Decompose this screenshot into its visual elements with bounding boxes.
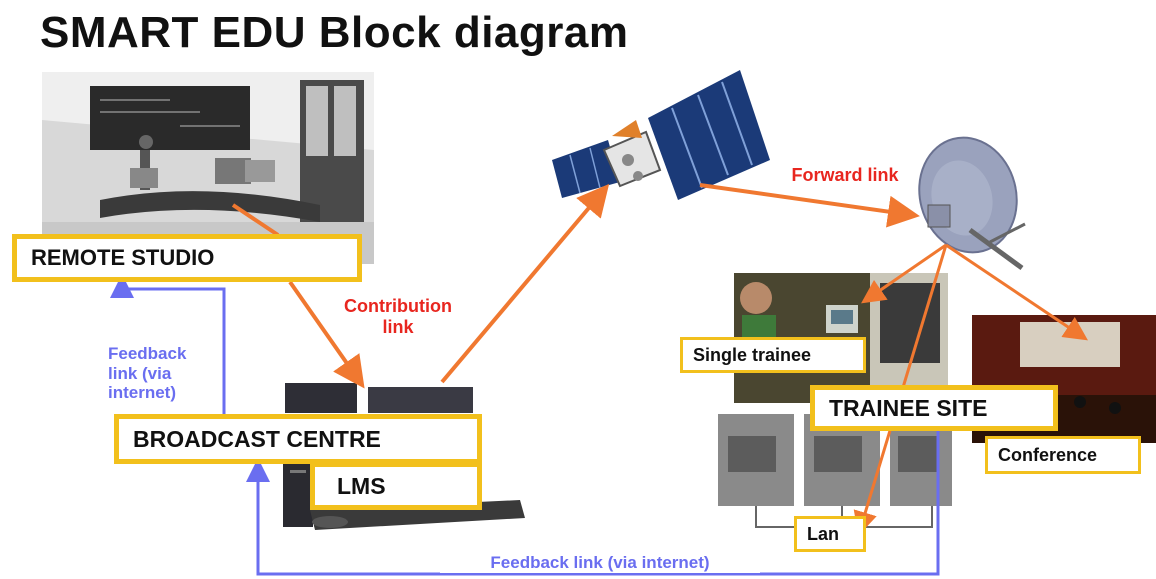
- contribution-link-arrow: [288, 280, 365, 389]
- broadcast-centre-box: BROADCAST CENTRE: [114, 414, 482, 464]
- feedback-left-arrow: [110, 274, 226, 418]
- uplink-arrow: [440, 183, 610, 384]
- studio-pointer-arrow: [231, 203, 280, 237]
- satellite-dish-image: [918, 136, 1026, 271]
- feedback-left-line3: internet): [108, 383, 176, 403]
- feedback-left-line2: link (via: [108, 363, 172, 383]
- feedback-link-bottom-label: Feedback link (via internet): [440, 553, 760, 573]
- remote-studio-box: REMOTE STUDIO: [12, 234, 362, 282]
- feedback-bottom-arrow: [246, 425, 940, 576]
- feedback-link-left-label: Feedback link (via internet): [108, 344, 212, 403]
- page-title: SMART EDU Block diagram: [40, 8, 629, 57]
- contribution-link-label-line1: Contribution: [344, 296, 452, 316]
- trainee-site-box: TRAINEE SITE: [810, 385, 1058, 431]
- satellite-image: [552, 70, 770, 200]
- forward-link-label: Forward link: [791, 165, 899, 185]
- conference-box: Conference: [985, 436, 1141, 474]
- feedback-left-line1: Feedback: [108, 344, 187, 363]
- contribution-link-label: Contribution link: [318, 296, 478, 337]
- dish-to-conference-arrow: [945, 243, 1088, 341]
- lms-box: LMS: [310, 462, 482, 510]
- dish-to-single-trainee-arrow: [861, 243, 947, 304]
- contribution-link-label-line2: link: [382, 316, 414, 337]
- single-trainee-box: Single trainee: [680, 337, 866, 373]
- forward-link-arrow: [699, 183, 920, 228]
- lan-box: Lan: [794, 516, 866, 552]
